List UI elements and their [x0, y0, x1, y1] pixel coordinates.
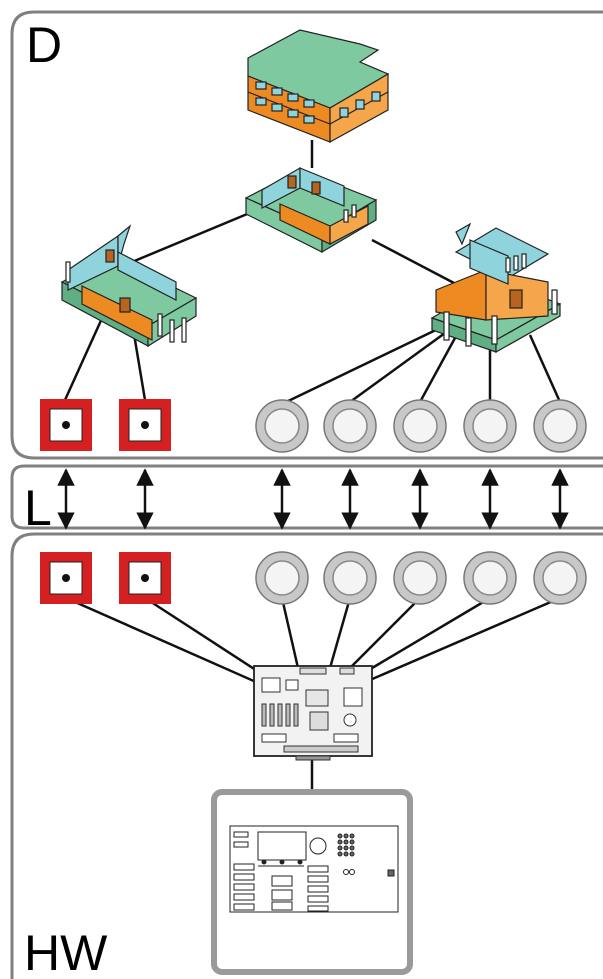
building-office-block — [247, 29, 390, 144]
domain-round-node-4 — [463, 399, 517, 453]
building-house-right — [430, 222, 562, 354]
domain-round-node-3 — [393, 399, 447, 453]
domain-round-node-5 — [533, 399, 587, 453]
line-right-rn3 — [418, 337, 457, 403]
domain-square-node-1 — [40, 399, 92, 451]
domain-square-node-2 — [119, 399, 171, 451]
domain-round-nodes — [255, 399, 587, 453]
hardware-square-node-2 — [119, 552, 171, 604]
line-hw-rn4 — [361, 596, 491, 676]
hardware-round-node-1 — [255, 551, 309, 605]
line-right-rn5 — [528, 334, 562, 403]
building-house-left — [60, 224, 198, 348]
domain-frame — [10, 10, 603, 460]
line-center-left — [131, 210, 253, 264]
link-arrows — [57, 468, 569, 530]
line-hw-rn5 — [369, 596, 561, 682]
hardware-frame — [10, 532, 603, 979]
hardware-round-node-3 — [393, 551, 447, 605]
hardware-square-node-1 — [40, 552, 92, 604]
line-hw-rn3 — [347, 597, 421, 671]
domain-round-node-1 — [255, 399, 309, 453]
layer-label-domain: D — [26, 17, 62, 73]
line-hw-sq1 — [65, 596, 257, 684]
line-right-rn1 — [281, 326, 441, 406]
line-right-rn2 — [349, 331, 446, 404]
hardware-round-nodes — [255, 551, 587, 605]
layer-frames — [10, 10, 603, 979]
hardware-connection-lines — [65, 596, 561, 790]
building-house-center — [244, 166, 378, 254]
layer-label-hardware: HW — [24, 925, 108, 979]
line-center-right — [371, 238, 455, 285]
circuit-board — [253, 665, 373, 761]
layer-label-link: L — [24, 480, 52, 536]
link-frame — [10, 464, 603, 530]
hardware-round-node-2 — [323, 551, 377, 605]
hardware-round-node-5 — [533, 551, 587, 605]
domain-round-node-2 — [323, 399, 377, 453]
line-hw-sq2 — [144, 596, 263, 676]
instrument-box — [211, 789, 413, 975]
line-hw-rn2 — [328, 597, 352, 669]
line-hw-rn1 — [280, 597, 300, 669]
instrument-panel — [229, 825, 399, 913]
hardware-round-node-4 — [463, 551, 517, 605]
